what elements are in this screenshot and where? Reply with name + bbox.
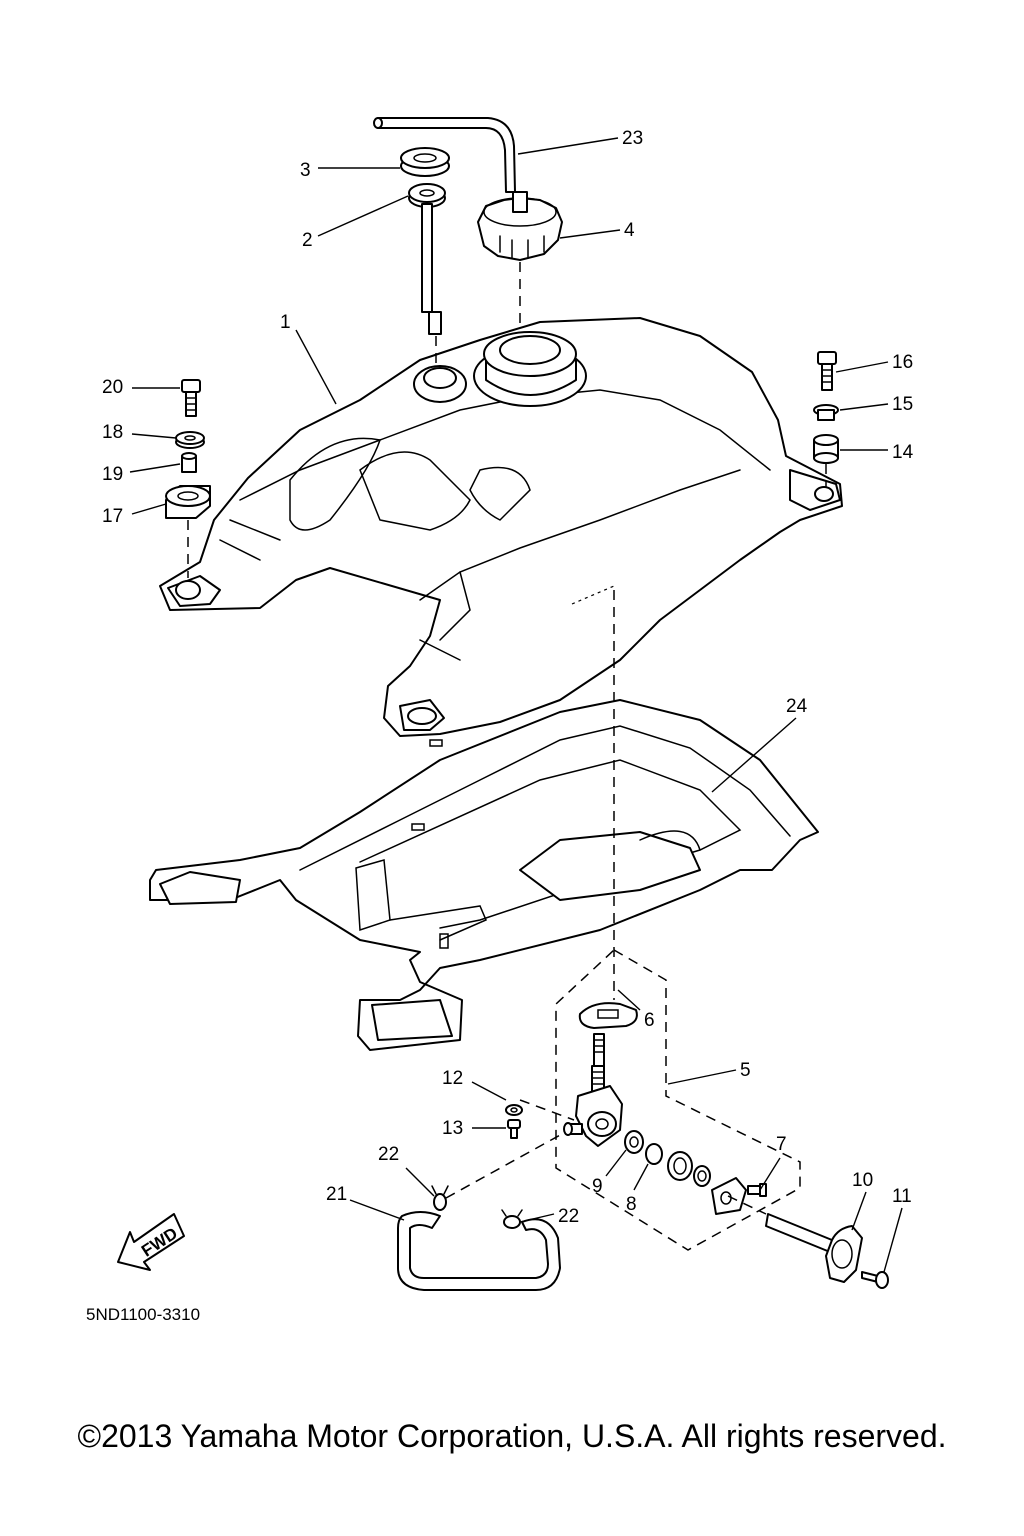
callout-numbers: 1 2 3 4 5 6 7 8 9 10 11 12 13 14 15 16 1… — [102, 128, 914, 1227]
callout-5: 5 — [740, 1060, 751, 1081]
callout-10: 10 — [852, 1170, 873, 1191]
collar-part-19 — [181, 452, 197, 473]
damper-part-17 — [165, 485, 211, 519]
callout-22-upper: 22 — [378, 1144, 399, 1165]
callout-7: 7 — [776, 1134, 787, 1155]
hose-clip-part-22-upper — [431, 1185, 449, 1211]
washer-part-12 — [505, 1104, 523, 1116]
hose-clip-part-22-lower — [501, 1209, 523, 1229]
tank-cover-part-24 — [149, 699, 819, 1051]
grommet-part-3 — [400, 147, 450, 177]
callout-15: 15 — [892, 394, 913, 415]
fuel-cock-body — [563, 1033, 623, 1147]
collar-part-15 — [813, 404, 839, 421]
screw-part-13 — [507, 1119, 521, 1139]
callout-18: 18 — [102, 422, 123, 443]
copyright-notice: ©2013 Yamaha Motor Corporation, U.S.A. A… — [77, 1418, 947, 1454]
callout-17: 17 — [102, 506, 123, 527]
callout-4: 4 — [624, 220, 635, 241]
callout-19: 19 — [102, 464, 123, 485]
callout-12: 12 — [442, 1068, 463, 1089]
vent-hose-part-23 — [373, 117, 516, 193]
lever-axis — [727, 1195, 767, 1215]
callout-3: 3 — [300, 160, 311, 181]
callout-20: 20 — [102, 377, 123, 398]
drawing-code: 5ND1100-3310 — [86, 1305, 200, 1324]
callout-24: 24 — [786, 696, 808, 717]
screw-part-11 — [861, 1271, 889, 1289]
callout-21: 21 — [326, 1184, 347, 1205]
callout-16: 16 — [892, 352, 913, 373]
callout-14: 14 — [892, 442, 914, 463]
callout-2: 2 — [302, 230, 313, 251]
fuel-tank-cap-part-4 — [477, 191, 563, 261]
callout-6: 6 — [644, 1010, 655, 1031]
gasket-part-6 — [578, 1002, 638, 1029]
collar-part-18 — [175, 431, 205, 449]
packing-part-8 — [645, 1143, 663, 1165]
fuel-gauge-part-2 — [408, 183, 446, 335]
leader-lines — [129, 137, 903, 1273]
callout-13: 13 — [442, 1118, 463, 1139]
lever-seal — [667, 1151, 693, 1181]
callout-23: 23 — [622, 128, 643, 149]
damper-part-14 — [813, 434, 839, 464]
fuel-cock-lever-part-10 — [765, 1213, 863, 1283]
callout-8: 8 — [626, 1194, 637, 1215]
wave-washer — [693, 1165, 711, 1187]
fuel-tank-part-1 — [159, 317, 843, 737]
hose-axis — [445, 1133, 563, 1199]
o-ring-part-9 — [624, 1130, 644, 1154]
bolt-part-20 — [181, 379, 201, 417]
screw-axis — [519, 1099, 575, 1121]
callout-11: 11 — [892, 1186, 912, 1207]
callout-22-lower: 22 — [558, 1206, 579, 1227]
fwd-direction-arrow: FWD — [117, 1213, 185, 1271]
fuel-hose-part-21 — [397, 1211, 561, 1291]
callout-1: 1 — [280, 312, 291, 333]
callout-9: 9 — [592, 1176, 603, 1197]
bolt-part-16 — [817, 351, 837, 391]
